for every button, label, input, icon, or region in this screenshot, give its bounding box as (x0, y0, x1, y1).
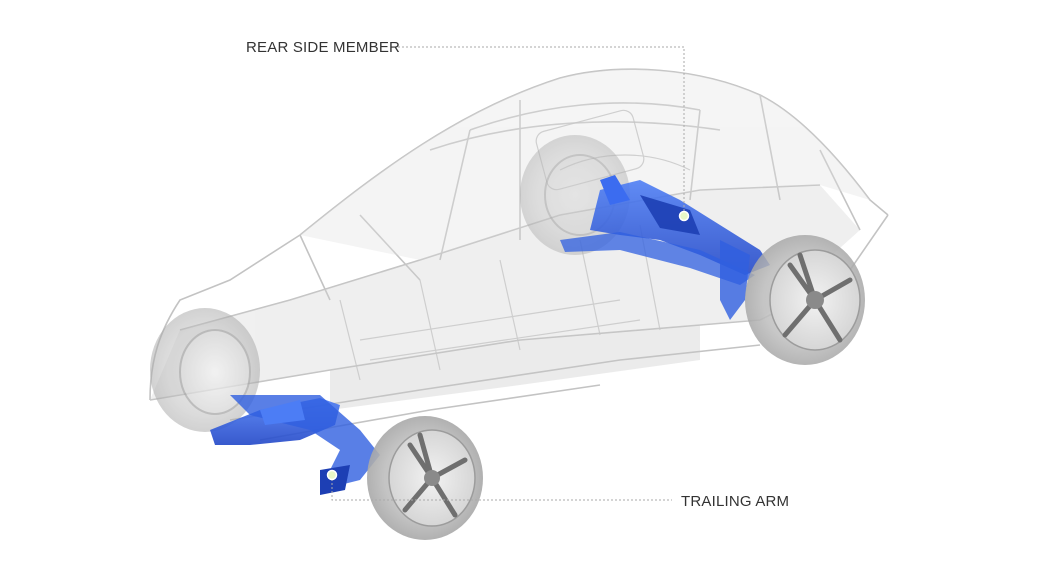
wheel-front-near (367, 416, 483, 540)
wheel-front-far (150, 308, 260, 432)
rear-side-member-part (560, 175, 770, 320)
trailing-arm-label: TRAILING ARM (681, 493, 790, 510)
leader-trailing-arm (331, 475, 672, 501)
marker-rear-side-member (678, 210, 690, 222)
callout-leaders (331, 46, 685, 501)
marker-trailing-arm (326, 469, 338, 481)
wheel-rear-near (745, 235, 865, 365)
rear-side-member-label: REAR SIDE MEMBER (246, 39, 401, 56)
leader-rear-side-member (398, 46, 685, 215)
